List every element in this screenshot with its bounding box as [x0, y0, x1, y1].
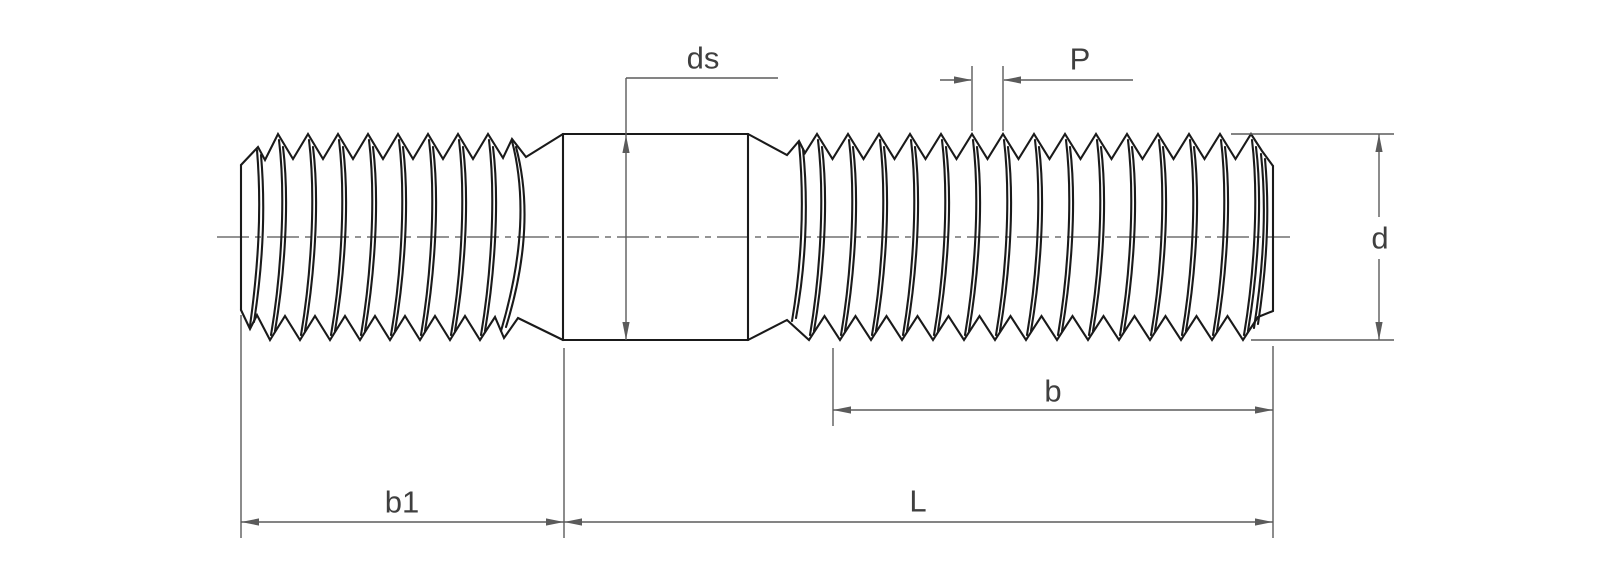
dimension-arrow	[1255, 518, 1273, 526]
stud-outline-path	[269, 138, 284, 337]
stud-outline-path	[790, 141, 803, 323]
stud-outline-path	[963, 138, 978, 337]
stud-outline-path	[453, 145, 468, 333]
dimension-label-ds: ds	[687, 41, 720, 76]
stud-outline-path	[239, 131, 565, 167]
stud-outline-path	[299, 138, 314, 337]
stud-outline-path	[870, 138, 885, 337]
stud-outline-path	[812, 145, 827, 333]
stud-outline-path	[746, 309, 1275, 342]
dimension-arrow	[622, 135, 630, 153]
dimension-label-b: b	[1044, 374, 1061, 409]
stud-outline-path	[1242, 138, 1257, 337]
stud-outline-path	[252, 153, 265, 324]
dimension-label-b1: b1	[385, 485, 419, 520]
stud-outline-path	[1060, 145, 1075, 333]
stud-outline-path	[1029, 145, 1044, 333]
stud-outline-path	[303, 145, 318, 333]
stud-outline-path	[1056, 138, 1071, 337]
stud-outline-group	[239, 131, 1275, 343]
dimension-arrow	[546, 518, 564, 526]
stud-outline-path	[423, 145, 438, 333]
stud-outline-path	[967, 145, 982, 333]
stud-outline-path	[932, 138, 947, 337]
stud-outline-path	[839, 138, 854, 337]
stud-outline-path	[808, 138, 823, 337]
dimension-arrow	[1375, 322, 1383, 340]
stud-outline-path	[248, 148, 261, 328]
dimension-label-p: P	[1070, 42, 1091, 77]
stud-outline-path	[1025, 138, 1040, 337]
stud-outline-path	[449, 138, 464, 337]
stud-outline-path	[333, 145, 348, 333]
stud-outline-path	[1246, 145, 1261, 333]
stud-outline-path	[273, 145, 288, 333]
dimension-arrow	[622, 322, 630, 340]
stud-outline-path	[874, 145, 889, 333]
dimension-arrow	[1375, 134, 1383, 152]
stud-outline-path	[1211, 138, 1226, 337]
stud-outline-path	[1118, 138, 1133, 337]
dimension-arrow	[1255, 406, 1273, 414]
stud-outline-path	[905, 145, 920, 333]
dimension-label-l: L	[909, 484, 926, 519]
stud-outline-path	[419, 138, 434, 337]
stud-outline-path	[389, 138, 404, 337]
stud-outline-path	[1087, 138, 1102, 337]
stud-outline-path	[994, 138, 1009, 337]
stud-outline-path	[363, 145, 378, 333]
stud-outline-path	[1180, 138, 1195, 337]
dimension-arrow	[241, 518, 259, 526]
dimension-arrow	[954, 76, 972, 84]
stud-outline-path	[359, 138, 374, 337]
stud-outline-path	[504, 145, 526, 329]
stud-outline-path	[843, 145, 858, 333]
stud-outline-path	[1149, 138, 1164, 337]
stud-outline-path	[1184, 145, 1199, 333]
stud-outline-path	[1256, 157, 1269, 326]
dimension-arrow	[833, 406, 851, 414]
stud-outline-path	[1153, 145, 1168, 333]
stud-outline-path	[901, 138, 916, 337]
stud-outline-path	[1122, 145, 1137, 333]
stud-outline-path	[1252, 152, 1265, 330]
stud-outline-path	[1091, 145, 1106, 333]
stud-outline-path	[1215, 145, 1230, 333]
stud-outline-path	[499, 139, 522, 333]
stud-outline-path	[479, 138, 494, 337]
stud-outline-path	[794, 147, 807, 320]
dimension-lines-group	[240, 66, 1394, 538]
stud-outline-path	[998, 145, 1013, 333]
dimension-label-d: d	[1371, 221, 1388, 256]
dimension-labels-group: ds P d b b1 L	[385, 41, 1389, 520]
stud-outline-path	[746, 132, 1275, 168]
stud-outline-path	[329, 138, 344, 337]
dimension-arrow	[564, 518, 582, 526]
stud-outline-path	[483, 145, 498, 333]
dimension-arrow	[1003, 76, 1021, 84]
stud-outline-path	[936, 145, 951, 333]
stud-outline-path	[239, 308, 565, 343]
stud-outline-path	[393, 145, 408, 333]
